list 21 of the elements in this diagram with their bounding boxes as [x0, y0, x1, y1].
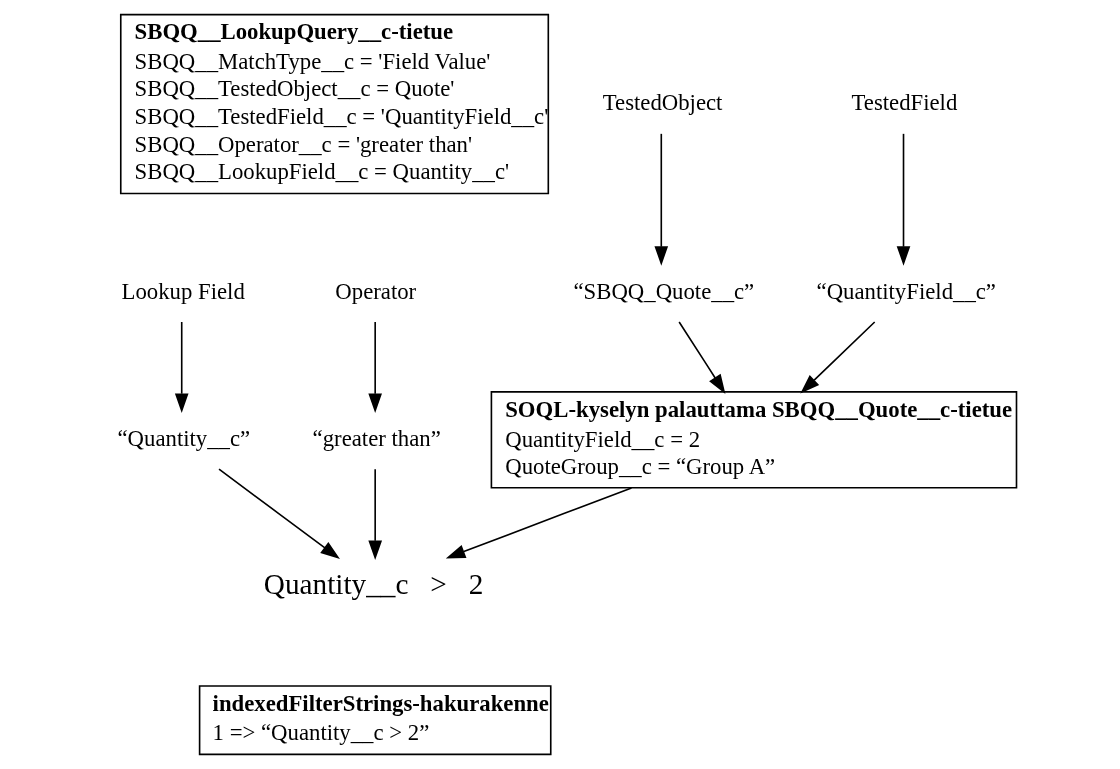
arrow — [174, 321, 189, 413]
node-text: “Quantity__c” — [117, 425, 250, 451]
node-text: Operator — [334, 278, 416, 304]
arrow — [653, 133, 668, 266]
arrow — [896, 133, 910, 266]
node-text: Quantity__c > 2 — [263, 568, 483, 601]
node-text: TestedField — [850, 90, 957, 116]
arrow — [367, 321, 382, 413]
node-box: SBQQ__LookupQuery__c-tietue SBQQ__MatchType__c = 'Field Value' SBQQ__TestedObject__c = Quote' SBQQ__TestedField__c = 'QuantityField__c' SBQQ__Operator__c = 'greater than' SBQQ__LookupField__c = Quantity__c' — [119, 13, 549, 195]
node-text: TestedObject — [602, 90, 722, 116]
arrow — [367, 468, 382, 561]
arrow — [217, 468, 340, 560]
arrow — [799, 321, 875, 394]
node-text: “greater than” — [312, 425, 441, 451]
arrow — [445, 487, 632, 559]
arrow — [677, 321, 725, 394]
node-box: SOQL-kyselyn palauttama SBQQ__Quote__c-tietue QuantityField__c = 2 QuoteGroup__c = “Group A” — [490, 391, 1017, 489]
node-text: “QuantityField__c” — [816, 278, 996, 304]
node-text: Lookup Field — [121, 278, 245, 304]
node-text: “SBQQ_Quote__c” — [573, 278, 754, 304]
node-box: indexedFilterStrings-hakurakenne 1 => “Quantity__c > 2” — [198, 685, 552, 756]
